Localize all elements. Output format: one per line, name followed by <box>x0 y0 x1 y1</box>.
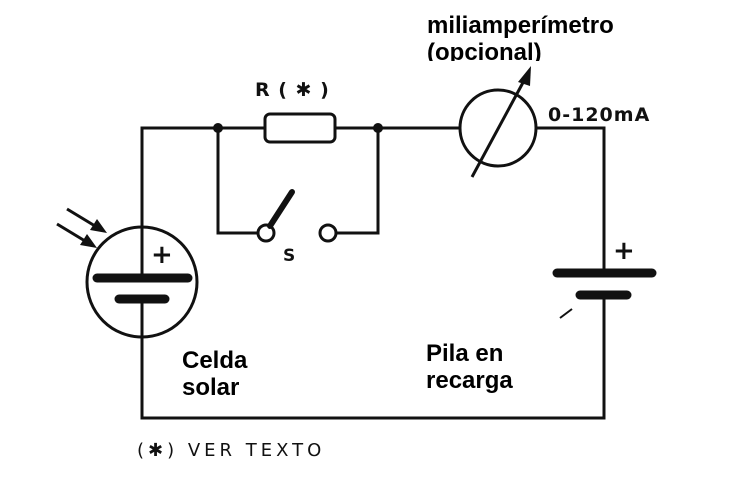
battery-label: Pila en recarga <box>426 340 513 394</box>
wire-switch-left <box>216 126 260 235</box>
switch-label: S <box>283 246 296 266</box>
switch-terminal-right <box>318 223 338 243</box>
switch-lever[interactable] <box>267 189 295 229</box>
meter-range-label: 0-120mA <box>548 104 651 126</box>
footnote: (✱) VER TEXTO <box>137 440 326 461</box>
solar-cell-label: Celda solar <box>182 347 247 401</box>
meter-title-line1: miliamperímetro <box>427 12 614 39</box>
wire-battery-bottom <box>140 293 606 420</box>
meter-arrow-head <box>518 66 531 86</box>
battery-plus-sign: + <box>613 236 635 266</box>
wire-switch-right <box>334 126 380 235</box>
battery-minus-mark <box>559 308 573 319</box>
resistor-label: R ( ✱ ) <box>255 79 330 101</box>
meter-title-line2: (opcional) <box>427 39 542 61</box>
light-arrows-icon <box>56 207 107 248</box>
solar-cell-label-line1: Celda <box>182 347 248 374</box>
resistor-symbol <box>263 112 337 144</box>
battery-label-line2: recarga <box>426 367 513 394</box>
wire-left-top <box>140 126 220 229</box>
solar-cell-label-line2: solar <box>182 374 240 401</box>
solar-cell-plus-sign: + <box>151 240 173 270</box>
battery-label-line1: Pila en <box>426 340 504 367</box>
wire-meter-to-battery <box>534 126 606 275</box>
meter-title: miliamperímetro (opcional) <box>427 12 614 61</box>
meter-needle <box>470 76 528 178</box>
